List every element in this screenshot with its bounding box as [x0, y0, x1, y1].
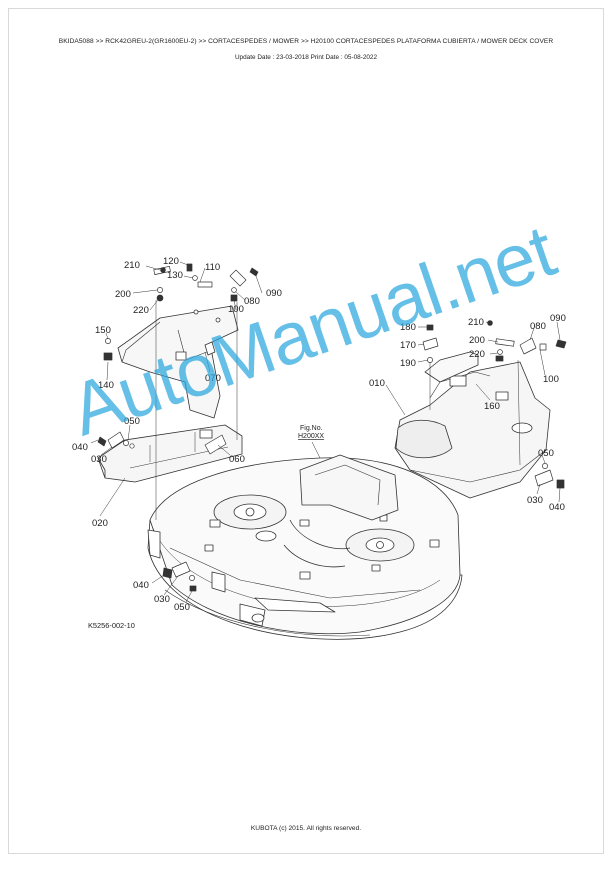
copyright-footer: KUBOTA (c) 2015. All rights reserved.	[250, 825, 362, 832]
callout-090: 090	[266, 288, 282, 299]
callout-180: 180	[400, 322, 416, 333]
update-print-dates: Update Date : 23-03-2018 Print Date : 05…	[234, 54, 378, 61]
callout-020: 020	[92, 518, 108, 529]
callout-030: 030	[91, 454, 107, 465]
callout-050-front: 050	[174, 602, 190, 613]
callout-040-right: 040	[549, 502, 565, 513]
callout-120: 120	[163, 256, 179, 267]
deck-cover-left	[97, 424, 243, 483]
callout-130: 130	[167, 270, 183, 281]
page-frame	[8, 8, 604, 854]
callout-060: 060	[229, 454, 245, 465]
callout-200: 200	[115, 289, 131, 300]
callout-050: 050	[124, 416, 140, 427]
callout-010: 010	[369, 378, 385, 389]
breadcrumb-title: BKIDA5088 >> RCK42GREU-2(GR1600EU-2) >> …	[58, 38, 554, 45]
callout-070: 070	[205, 373, 221, 384]
deck-cover-right	[394, 351, 551, 499]
callout-090-right: 090	[550, 313, 566, 324]
mower-deck	[147, 454, 463, 640]
callout-040: 040	[72, 442, 88, 453]
callout-150: 150	[95, 325, 111, 336]
upper-cover-left	[117, 305, 239, 419]
callout-040-front: 040	[133, 580, 149, 591]
callout-030-front: 030	[154, 594, 170, 605]
callout-030-right: 030	[527, 495, 543, 506]
callout-200-right: 200	[469, 335, 485, 346]
callout-170: 170	[400, 340, 416, 351]
callout-160: 160	[484, 401, 500, 412]
callout-190: 190	[400, 358, 416, 369]
callout-210: 210	[124, 260, 140, 271]
callout-100: 100	[228, 304, 244, 315]
figure-code: K5256-002-10	[88, 621, 135, 630]
callout-050-right: 050	[538, 448, 554, 459]
callout-140: 140	[98, 380, 114, 391]
fig-ref-line2: H200XX	[298, 433, 324, 440]
fig-ref-line1: Fig.No.	[300, 425, 323, 432]
callout-210-right: 210	[468, 317, 484, 328]
callout-110: 110	[205, 262, 220, 273]
callout-080: 080	[244, 296, 260, 307]
leader-lines	[90, 261, 561, 603]
hardware-parts	[97, 263, 567, 592]
callout-080-right: 080	[530, 321, 546, 332]
callout-labels: 210 120 130 110 200 220 090 080 100 150 …	[72, 256, 566, 630]
callout-220: 220	[133, 305, 149, 316]
callout-220-right: 220	[469, 349, 485, 360]
callout-100-right: 100	[543, 374, 559, 385]
